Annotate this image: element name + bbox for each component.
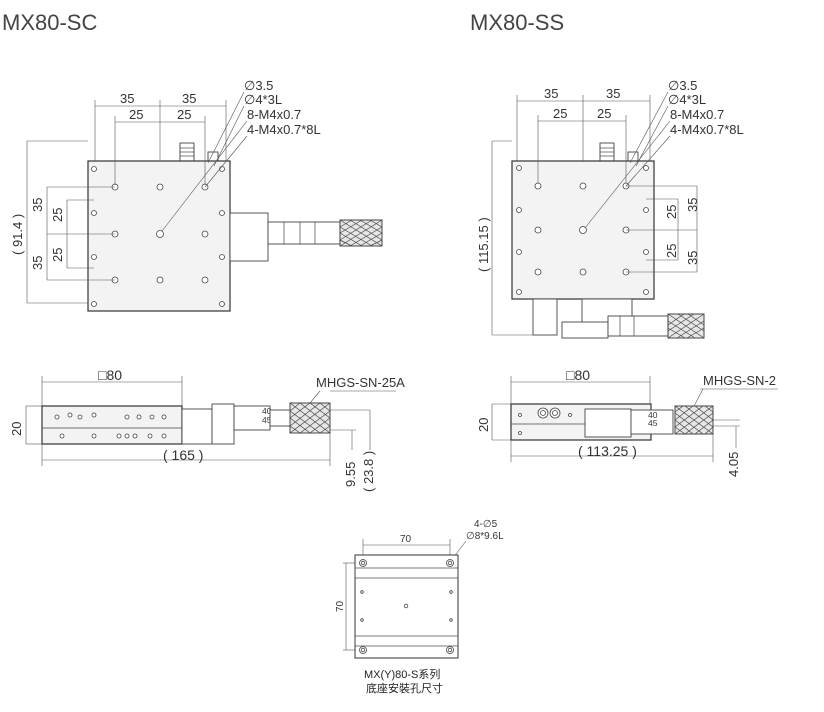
ss-top-dim-25-right: 25 (597, 106, 611, 121)
sc-top-micrometer-body (229, 212, 269, 262)
sc-top-view: 35 35 25 25 ∅3.5 ∅4*3L 8-M4x0.7 4-M4x0.7… (10, 78, 383, 312)
ss-top-micrometer-sleeve (607, 315, 669, 337)
sc-top-callout-thread: 8-M4x0.7 (247, 107, 301, 122)
ss-top-callout-hole: ∅3.5 (668, 78, 697, 93)
ss-side-length-113-25: ( 113.25 ) (578, 443, 637, 459)
base-callout-counterbore: ∅8*9.6L (466, 531, 504, 542)
svg-text:40: 40 (648, 410, 658, 420)
sc-side-height-20: 20 (9, 422, 24, 436)
ss-top-dim-25-left: 25 (553, 106, 567, 121)
sc-top-dim-35-left: 35 (120, 91, 134, 106)
ss-top-side-35-upper: 35 (685, 198, 700, 212)
base-callout-holes: 4-∅5 (474, 519, 498, 530)
sc-top-callout-counterbore: ∅4*3L (244, 92, 282, 107)
title-mx80-sc: MX80-SC (2, 10, 97, 35)
sc-top-side-91-4: ( 91.4 ) (10, 214, 25, 255)
sc-top-side-25-upper: 25 (50, 208, 65, 222)
sc-top-dim-35-right: 35 (182, 91, 196, 106)
sc-top-dim-25-right: 25 (177, 107, 191, 122)
title-mx80-ss: MX80-SS (470, 10, 564, 35)
sc-side-micrometer-label: MHGS-SN-25A (316, 375, 405, 390)
sc-top-micrometer-sleeve (267, 221, 341, 245)
sc-side-dim-9-55: 9.55 (343, 462, 358, 487)
ss-top-side-25-lower: 25 (664, 244, 679, 258)
ss-side-view: □80 40 45 MHGS-SN-2 20 ( 113.25 ) 4.05 (476, 367, 778, 477)
sc-top-callout-thread-depth: 4-M4x0.7*8L (247, 122, 321, 137)
sc-side-dim-80: □80 (98, 367, 122, 383)
svg-text:45: 45 (648, 418, 658, 428)
ss-top-callout-thread: 8-M4x0.7 (670, 107, 724, 122)
ss-top-dim-35-left: 35 (544, 86, 558, 101)
ss-top-callout-thread-depth: 4-M4x0.7*8L (670, 122, 744, 137)
sc-top-callout-hole: ∅3.5 (244, 78, 273, 93)
sc-side-view: □80 40 45 MHGS-SN-25A 20 ( 165 ) 9.55 ( … (9, 367, 405, 492)
ss-side-dim-80: □80 (566, 367, 590, 383)
svg-text:40: 40 (262, 406, 272, 416)
ss-top-callout-counterbore: ∅4*3L (668, 92, 706, 107)
svg-text:45: 45 (262, 415, 272, 425)
sc-side-dim-23-8: ( 23.8 ) (361, 451, 376, 492)
base-dim-70-side: 70 (335, 600, 346, 612)
sc-side-micrometer-body (211, 403, 235, 445)
ss-top-side-35-lower: 35 (685, 251, 700, 265)
sc-side-micrometer-sleeve (233, 405, 271, 431)
base-holes (359, 559, 454, 654)
sc-side-holes (54, 412, 167, 439)
ss-side-dim-4-05: 4.05 (726, 452, 741, 477)
ss-top-carriage-left (532, 298, 558, 336)
base-dim-70-top: 70 (400, 534, 412, 545)
base-caption-series: MX(Y)80-S系列 (364, 667, 440, 681)
ss-top-side-25-upper: 25 (664, 205, 679, 219)
sc-top-dim-25-left: 25 (129, 107, 143, 122)
base-view: 70 4-∅5 ∅8*9.6L 70 MX(Y)80-S系列 底座安裝孔尺寸 (335, 519, 504, 695)
sc-side-body (41, 405, 183, 445)
ss-top-view: 35 35 25 25 ∅3.5 ∅4*3L 8-M4x0.7 4-M4x0.7… (476, 78, 744, 339)
ss-top-side-115-15: ( 115.15 ) (476, 217, 491, 272)
sc-top-side-35-lower: 35 (30, 256, 45, 270)
sc-top-side-35-upper: 35 (30, 198, 45, 212)
ss-side-height-20: 20 (476, 418, 491, 432)
sc-side-length-165: ( 165 ) (163, 447, 203, 463)
base-caption-mounting: 底座安裝孔尺寸 (366, 681, 443, 695)
sc-top-side-25-lower: 25 (50, 248, 65, 262)
ss-side-micrometer-sleeve (630, 409, 674, 435)
ss-side-micrometer-label: MHGS-SN-2 (703, 373, 776, 388)
ss-top-dim-35-right: 35 (606, 86, 620, 101)
